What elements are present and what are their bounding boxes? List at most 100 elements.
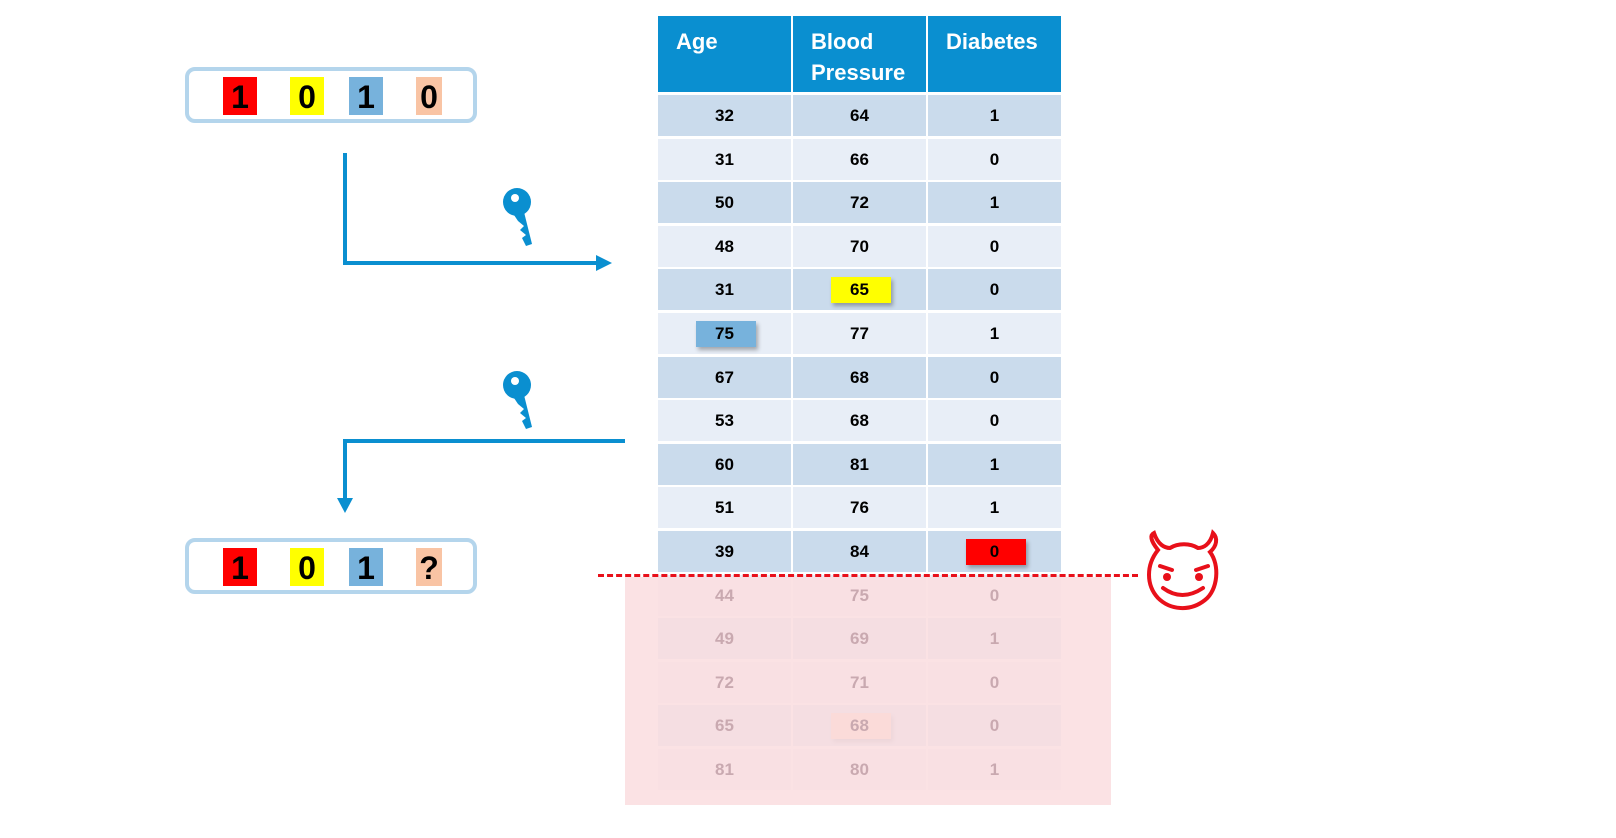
cell-value: 1 bbox=[989, 106, 1000, 125]
table-cell: 81 bbox=[793, 443, 926, 485]
table-cell: 64 bbox=[793, 95, 926, 136]
table-cell: 50 bbox=[658, 182, 791, 224]
table-cell: 53 bbox=[658, 400, 791, 442]
cell-value: 44 bbox=[715, 585, 734, 605]
table-cell: 0 bbox=[928, 269, 1061, 311]
cell-value: 72 bbox=[715, 672, 734, 692]
cell-value: 76 bbox=[850, 498, 869, 518]
extract-arrow bbox=[337, 439, 625, 513]
cell-value: 0 bbox=[989, 280, 1000, 300]
table-cell: 31 bbox=[658, 269, 791, 311]
table-cell: 72 bbox=[793, 182, 926, 224]
table-cell: 1 bbox=[928, 487, 1061, 529]
cell-value: 48 bbox=[715, 236, 734, 256]
bit-cell: ? bbox=[416, 548, 442, 586]
cell-value: 50 bbox=[715, 193, 734, 213]
dashed-cut-line bbox=[598, 574, 1138, 577]
cell-value: 0 bbox=[989, 585, 1000, 605]
cell-value: 0 bbox=[989, 672, 1000, 692]
cell-value: 84 bbox=[850, 542, 869, 561]
cell-value: 0 bbox=[989, 716, 1000, 736]
cell-value: 1 bbox=[989, 193, 1000, 213]
table-cell: 0 bbox=[928, 356, 1061, 398]
table-cell: 70 bbox=[793, 225, 926, 267]
table-cell: 65 bbox=[793, 269, 926, 311]
cell-value: 75 bbox=[850, 585, 869, 605]
table-cell: 66 bbox=[793, 138, 926, 180]
cell-value: 31 bbox=[715, 280, 734, 300]
cell-value: 77 bbox=[850, 324, 869, 343]
table-cell: 77 bbox=[793, 313, 926, 354]
table-cell: 75 bbox=[658, 313, 791, 354]
cell-value: 68 bbox=[850, 716, 869, 736]
cell-value: 1 bbox=[989, 324, 1000, 343]
table-cell: 48 bbox=[658, 225, 791, 267]
cell-value: 81 bbox=[850, 454, 869, 474]
bit-cell: 0 bbox=[290, 77, 324, 115]
cell-value: 51 bbox=[715, 498, 734, 518]
cell-value: 70 bbox=[850, 236, 869, 256]
table-cell: 84 bbox=[793, 531, 926, 572]
cell-value: 0 bbox=[989, 542, 1000, 561]
table-cell: 67 bbox=[658, 356, 791, 398]
table-cell: 1 bbox=[928, 313, 1061, 354]
cell-value: 31 bbox=[715, 149, 734, 169]
cell-value: 0 bbox=[989, 149, 1000, 169]
cell-value: 65 bbox=[715, 716, 734, 736]
bit-cell: 1 bbox=[349, 548, 383, 586]
table-cell: 60 bbox=[658, 443, 791, 485]
devil-face-icon bbox=[1147, 529, 1219, 610]
cell-value: 32 bbox=[715, 106, 734, 125]
table-cell: 68 bbox=[793, 400, 926, 442]
bit-cell: 1 bbox=[223, 548, 257, 586]
table-cell: 0 bbox=[928, 225, 1061, 267]
table-cell: 0 bbox=[928, 138, 1061, 180]
cell-value: 0 bbox=[989, 367, 1000, 387]
highlighted-value-marker bbox=[696, 321, 756, 347]
table-cell: 51 bbox=[658, 487, 791, 529]
cell-value: 60 bbox=[715, 454, 734, 474]
cell-value: 75 bbox=[715, 324, 734, 343]
bit-cell: 1 bbox=[349, 77, 383, 115]
cell-value: 71 bbox=[850, 672, 869, 692]
table-cell: 0 bbox=[928, 400, 1061, 442]
cell-value: 1 bbox=[989, 629, 1000, 649]
cell-value: 81 bbox=[715, 760, 734, 779]
cell-value: 39 bbox=[715, 542, 734, 561]
cell-value: 0 bbox=[989, 411, 1000, 431]
cell-value: 66 bbox=[850, 149, 869, 169]
cell-value: 72 bbox=[850, 193, 869, 213]
bit-cell: 0 bbox=[416, 77, 442, 115]
table-cell: 31 bbox=[658, 138, 791, 180]
cell-value: 0 bbox=[989, 236, 1000, 256]
cell-value: 80 bbox=[850, 760, 869, 779]
column-header: Diabetes bbox=[928, 16, 1061, 92]
embed-arrow bbox=[343, 153, 612, 271]
table-cell: 39 bbox=[658, 531, 791, 572]
cell-value: 69 bbox=[850, 629, 869, 649]
cell-value: 68 bbox=[850, 411, 869, 431]
cell-value: 67 bbox=[715, 367, 734, 387]
table-cell: 32 bbox=[658, 95, 791, 136]
key-icon bbox=[503, 371, 532, 429]
cell-value: 1 bbox=[989, 498, 1000, 518]
bit-cell: 0 bbox=[290, 548, 324, 586]
highlighted-value-marker bbox=[966, 539, 1026, 565]
cell-value: 65 bbox=[850, 280, 869, 300]
table-cell: 68 bbox=[793, 356, 926, 398]
cell-value: 68 bbox=[850, 367, 869, 387]
hidden-rows-overlay bbox=[625, 577, 1111, 805]
table-cell: 1 bbox=[928, 95, 1061, 136]
bit-cell: 1 bbox=[223, 77, 257, 115]
table-cell: 0 bbox=[928, 531, 1061, 572]
table-cell: 1 bbox=[928, 443, 1061, 485]
highlighted-value-marker bbox=[831, 277, 891, 304]
cell-value: 1 bbox=[989, 454, 1000, 474]
column-header: Blood Pressure bbox=[793, 16, 926, 92]
cell-value: 64 bbox=[850, 106, 869, 125]
cell-value: 1 bbox=[989, 760, 1000, 779]
table-cell: 1 bbox=[928, 182, 1061, 224]
